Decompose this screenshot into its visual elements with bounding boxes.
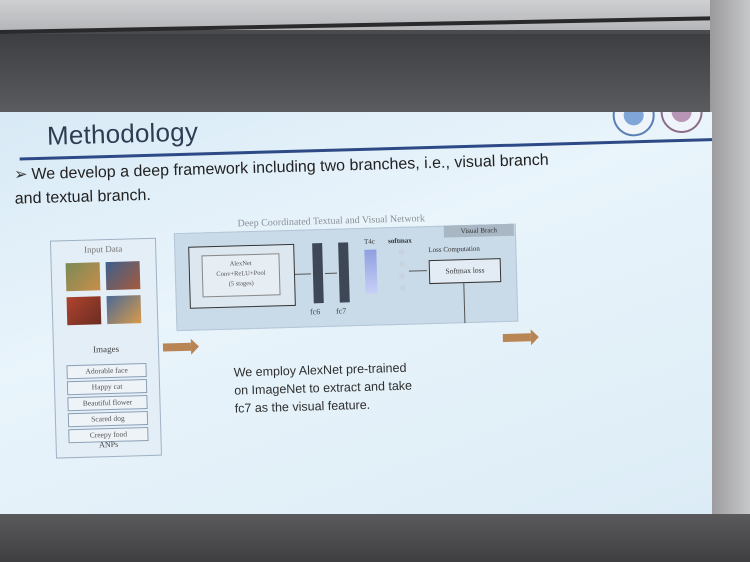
input-data-title: Input Data (83, 243, 123, 255)
anp-item: Happy cat (66, 379, 148, 396)
images-label: Images (92, 343, 120, 355)
t4c-layer (364, 249, 378, 294)
sample-image-thumbnail (66, 296, 102, 326)
softmax-label: softmax (387, 236, 412, 246)
alexnet-block: AlexNet Conv+ReLU+Pool (5 stages) (188, 243, 296, 309)
presentation-slide: Methodology ➢We develop a deep framework… (0, 112, 712, 514)
institute-seal-icon (660, 112, 704, 134)
fc7-label: fc7 (335, 306, 347, 316)
anp-item: Beautiful flower (67, 395, 148, 412)
t4c-label: T4c (363, 237, 376, 246)
output-flow-arrow-icon (502, 333, 531, 343)
sample-image-thumbnail (65, 262, 101, 292)
softmax-node (398, 272, 406, 279)
fc6-label: fc6 (309, 307, 321, 317)
bullet-text-line2: and textual branch. (14, 186, 152, 208)
loss-computation-label: Loss Computation (428, 244, 480, 255)
sample-image-thumbnail (105, 261, 141, 291)
softmax-loss-box: Softmax loss (428, 258, 502, 285)
sample-image-thumbnail (106, 295, 142, 325)
anps-label: ANPs (98, 439, 119, 450)
visual-branch-tag: Visual Brach (443, 223, 514, 238)
alexnet-label: AlexNet (229, 260, 252, 268)
fc7-layer (338, 242, 350, 303)
room-wall-right (710, 0, 750, 562)
anp-item: Scared dog (67, 410, 149, 428)
bullet-arrow-icon: ➢ (13, 166, 28, 184)
anp-item: Adorable face (66, 363, 147, 380)
alexnet-stages-label: (5 stages) (228, 279, 254, 288)
alexnet-layers: AlexNet Conv+ReLU+Pool (5 stages) (201, 253, 281, 298)
alexnet-layers-label: Conv+ReLU+Pool (216, 269, 266, 279)
input-flow-arrow-icon (162, 342, 192, 352)
softmax-node (399, 284, 406, 291)
slide-note: We employ AlexNet pre-trained on ImageNe… (233, 356, 494, 417)
softmax-output-nodes (396, 248, 407, 297)
slide-title: Methodology (46, 116, 199, 151)
screen-upper-dark-area (0, 34, 712, 124)
fc6-layer (312, 243, 324, 304)
softmax-node (398, 248, 405, 255)
softmax-node (398, 260, 405, 267)
input-data-panel: Input Data Images Adorable face Happy ca… (49, 237, 162, 459)
room-floor-area (0, 514, 750, 562)
university-logo-icon (612, 112, 656, 137)
